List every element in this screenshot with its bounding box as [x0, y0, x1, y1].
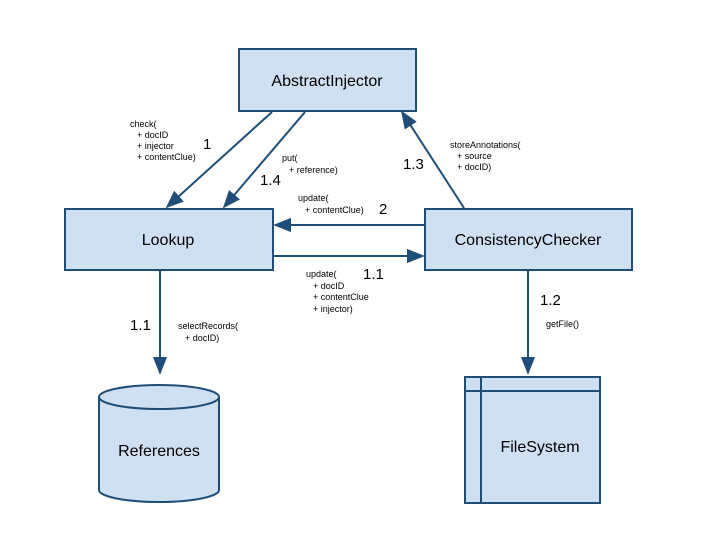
check-label: check( + docID + injector + contentClue)… [130, 119, 211, 162]
put-number: 1.4 [260, 172, 281, 189]
update-forward-param: + docID [313, 281, 345, 291]
update-back-param: + contentClue) [305, 205, 364, 215]
put-param: + reference) [289, 165, 338, 175]
store-annotations-number: 1.3 [403, 156, 424, 173]
select-records-label: selectRecords( + docID) 1.1 [130, 317, 238, 343]
put-arrow [222, 111, 306, 209]
put-call: put( [282, 153, 298, 163]
lookup-node: Lookup [64, 208, 274, 271]
select-records-param: + docID) [185, 333, 219, 343]
store-annotations-param: + source [457, 151, 492, 161]
file-system-label: FileSystem [500, 439, 579, 456]
update-forward-label: update( + docID + contentClue + injector… [306, 266, 384, 314]
store-annotations-call: storeAnnotations( [450, 140, 521, 150]
check-param: + contentClue) [137, 152, 196, 162]
select-records-call: selectRecords( [178, 321, 238, 331]
references-database: References [98, 384, 220, 503]
update-forward-param: + injector) [313, 304, 353, 314]
check-number: 1 [203, 136, 211, 153]
get-file-call: getFile() [546, 319, 579, 329]
update-forward-number: 1.1 [363, 266, 384, 283]
store-annotations-label: storeAnnotations( + source + docID) 1.3 [403, 140, 521, 173]
update-forward-call: update( [306, 269, 337, 279]
consistency-checker-label: ConsistencyChecker [455, 232, 602, 249]
update-back-number: 2 [379, 201, 387, 218]
check-param: + docID [137, 130, 169, 140]
check-arrow [165, 111, 273, 209]
update-back-label: update( + contentClue) 2 [298, 193, 387, 218]
select-records-number: 1.1 [130, 317, 151, 334]
references-label: References [118, 443, 200, 460]
update-back-call: update( [298, 193, 329, 203]
check-call: check( [130, 119, 157, 129]
store-annotations-param: + docID) [457, 162, 491, 172]
store-annotations-arrow [401, 110, 465, 209]
put-label: put( + reference) 1.4 [260, 153, 338, 189]
consistency-checker-node: ConsistencyChecker [424, 208, 633, 271]
abstract-injector-label: AbstractInjector [271, 73, 383, 90]
lookup-label: Lookup [142, 232, 195, 249]
get-file-label: 1.2 getFile() [540, 292, 579, 329]
update-forward-param: + contentClue [313, 292, 369, 302]
check-param: + injector [137, 141, 174, 151]
abstract-injector-node: AbstractInjector [238, 48, 417, 112]
get-file-number: 1.2 [540, 292, 561, 309]
file-system-node: FileSystem [464, 376, 601, 504]
